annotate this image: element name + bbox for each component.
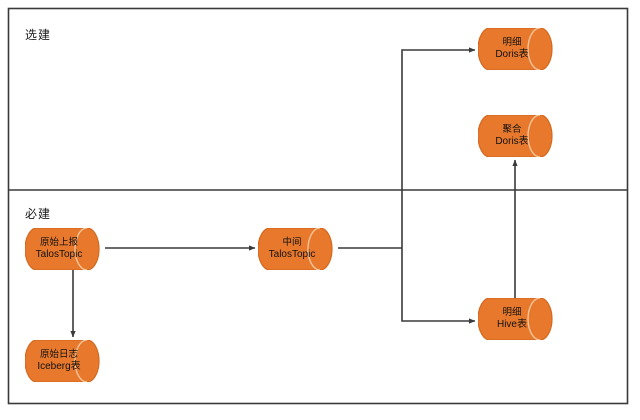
edge-middle-to-detail-doris xyxy=(401,47,476,248)
node-middle-talostopic[interactable]: 中间 TalosTopic xyxy=(257,227,338,271)
node-raw-log-iceberg[interactable]: 原始日志 Iceberg表 xyxy=(24,339,105,383)
zone-label-optional: 选建 xyxy=(25,28,52,42)
node-detail-hive[interactable]: 明细 Hive表 xyxy=(477,297,558,341)
cylinder-shape xyxy=(477,297,553,341)
cylinder-shape xyxy=(24,339,100,383)
edge-middle-to-detail-hive xyxy=(401,248,476,324)
cylinder-shape xyxy=(257,227,333,271)
zone-label-required: 必建 xyxy=(25,207,52,221)
cylinder-shape xyxy=(477,114,553,158)
node-raw-report-talostopic[interactable]: 原始上报 TalosTopic xyxy=(24,227,105,271)
cylinder-shape xyxy=(477,27,553,71)
node-detail-doris[interactable]: 明细 Doris表 xyxy=(477,27,558,71)
node-aggregate-doris[interactable]: 聚合 Doris表 xyxy=(477,114,558,158)
cylinder-shape xyxy=(24,227,100,271)
